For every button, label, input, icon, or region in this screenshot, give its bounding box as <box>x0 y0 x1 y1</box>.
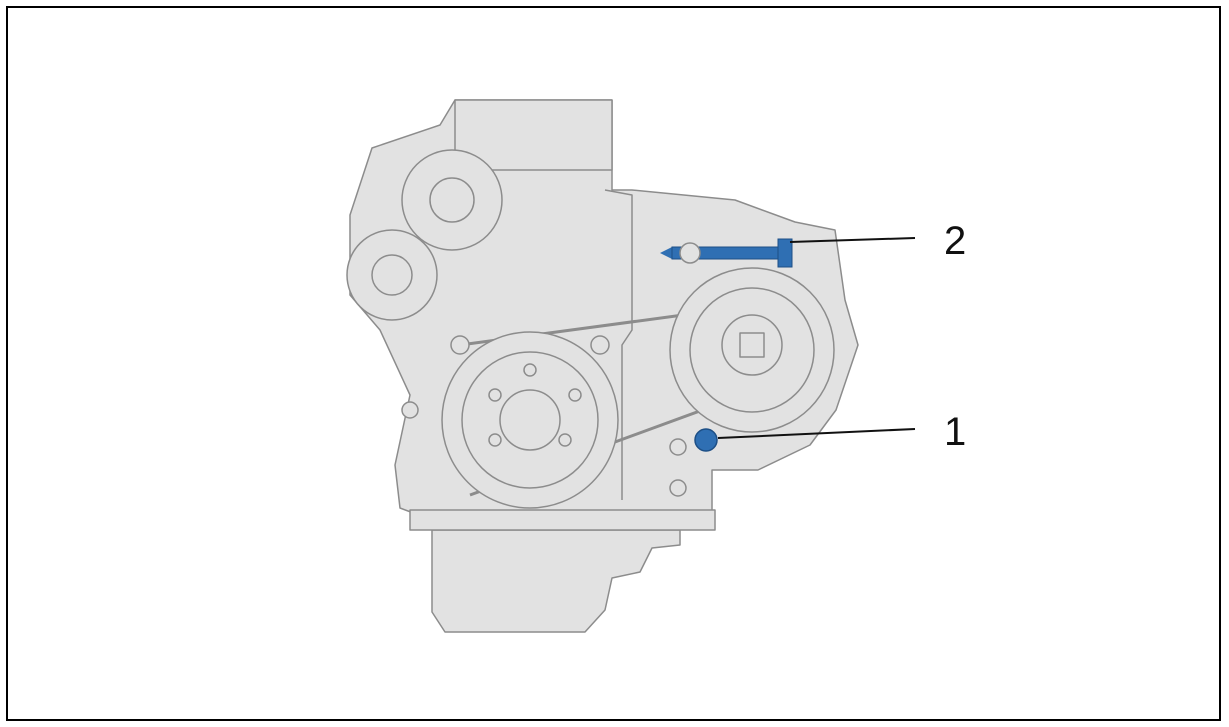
leader-line-2 <box>789 237 916 243</box>
valve-cover <box>454 99 613 171</box>
alternator-bolt-head <box>739 332 765 358</box>
bolt-sleeve <box>679 242 701 264</box>
callout-label-1: 1 <box>944 410 966 454</box>
mount-boss <box>590 335 610 355</box>
crankshaft-pulley-bolt <box>488 388 502 402</box>
timing-cover-edge <box>604 189 633 500</box>
mount-boss <box>450 335 470 355</box>
lower-bolt <box>669 479 687 497</box>
oil-sump <box>431 529 681 633</box>
plug <box>694 428 718 452</box>
idler-pulley-upper-hub <box>429 177 475 223</box>
crankshaft-pulley-bolt <box>488 433 502 447</box>
crankshaft-pulley-bolt <box>523 363 537 377</box>
bolt-head <box>777 238 793 268</box>
bolt-tip <box>660 247 672 259</box>
bolt-part-2 <box>660 238 793 268</box>
crankshaft-pulley-bolt <box>568 388 582 402</box>
plug-part-1 <box>694 428 718 452</box>
crankshaft-pulley-hub <box>499 389 561 451</box>
mount-boss <box>401 401 419 419</box>
idler-pulley-left-hub <box>371 254 413 296</box>
lower-bolt <box>669 438 687 456</box>
callout-label-2: 2 <box>944 219 966 263</box>
engine-illustration <box>346 99 859 633</box>
base-flange <box>409 509 716 531</box>
crankshaft-pulley-bolt <box>558 433 572 447</box>
leader-line-1 <box>717 428 916 439</box>
